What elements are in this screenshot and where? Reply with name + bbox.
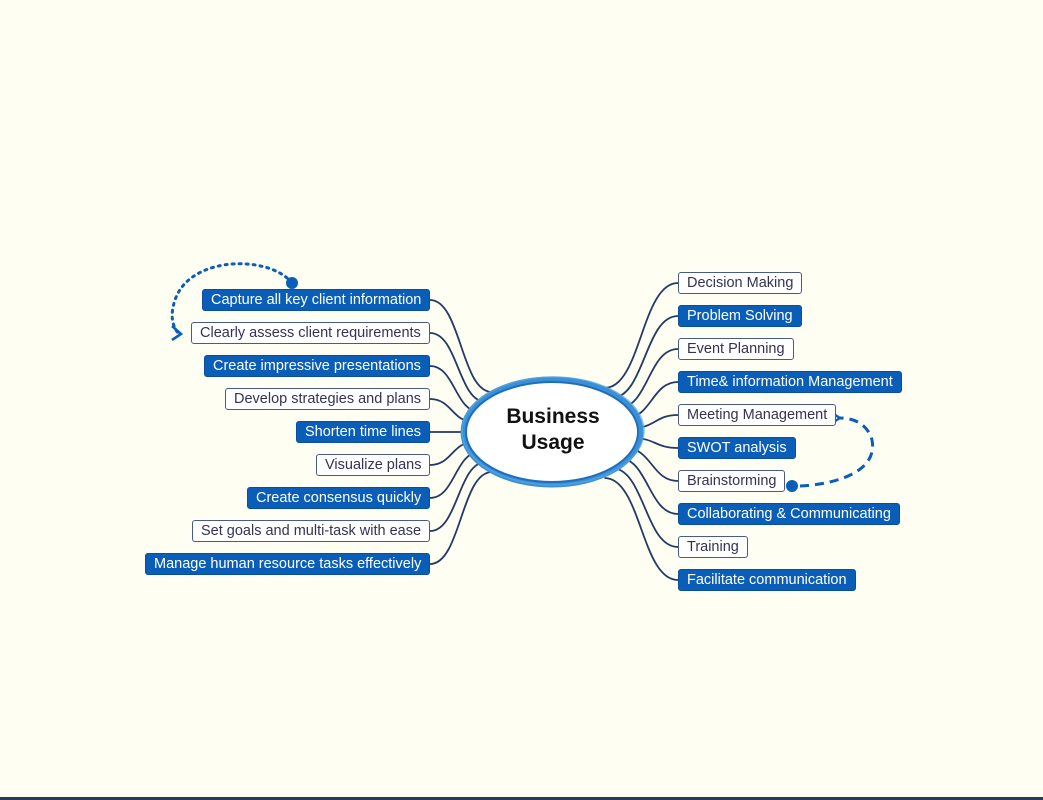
topic-capture-client-information[interactable]: Capture all key client information [202, 289, 431, 311]
branch-connector [611, 467, 679, 548]
topic-collaborating-communicating[interactable]: Collaborating & Communicating [678, 503, 900, 525]
topic-manage-human-resource[interactable]: Manage human resource tasks effectively [145, 553, 431, 575]
central-topic-line2: Usage [521, 431, 585, 454]
topic-decision-making[interactable]: Decision Making [678, 272, 803, 294]
topic-problem-solving[interactable]: Problem Solving [678, 305, 802, 327]
topic-shorten-time-lines[interactable]: Shorten time lines [296, 421, 431, 443]
topic-brainstorming[interactable]: Brainstorming [678, 470, 786, 492]
central-topic-ring [460, 376, 645, 488]
branch-connector [429, 461, 487, 532]
branch-connector [429, 332, 487, 403]
topic-create-consensus[interactable]: Create consensus quickly [247, 487, 431, 509]
topic-facilitate-communication[interactable]: Facilitate communication [678, 569, 856, 591]
topic-meeting-management[interactable]: Meeting Management [678, 404, 837, 426]
topic-visualize-plans[interactable]: Visualize plans [316, 454, 431, 476]
relationship-start-dot [786, 480, 798, 492]
branch-connector [604, 477, 679, 581]
branch-connector [604, 282, 679, 389]
bottom-divider [0, 797, 1043, 800]
relationship-arrow-icon [171, 325, 184, 342]
topic-event-planning[interactable]: Event Planning [678, 338, 794, 360]
branch-connector [429, 471, 493, 565]
topic-create-presentations[interactable]: Create impressive presentations [204, 355, 430, 377]
branch-connector [618, 457, 679, 515]
topic-set-goals[interactable]: Set goals and multi-task with ease [192, 520, 431, 542]
branch-connector [429, 299, 493, 393]
topic-time-information-management[interactable]: Time& information Management [678, 371, 902, 393]
topic-swot-analysis[interactable]: SWOT analysis [678, 437, 796, 459]
topic-assess-client-requirements[interactable]: Clearly assess client requirements [191, 322, 430, 344]
relationship-capture-to-assess [170, 262, 298, 342]
topic-training[interactable]: Training [678, 536, 748, 558]
central-topic[interactable]: Business Usage [478, 404, 628, 456]
relationship-brainstorming-to-meeting [786, 418, 875, 492]
central-topic-line1: Business [506, 405, 600, 428]
topic-develop-strategies[interactable]: Develop strategies and plans [225, 388, 431, 410]
